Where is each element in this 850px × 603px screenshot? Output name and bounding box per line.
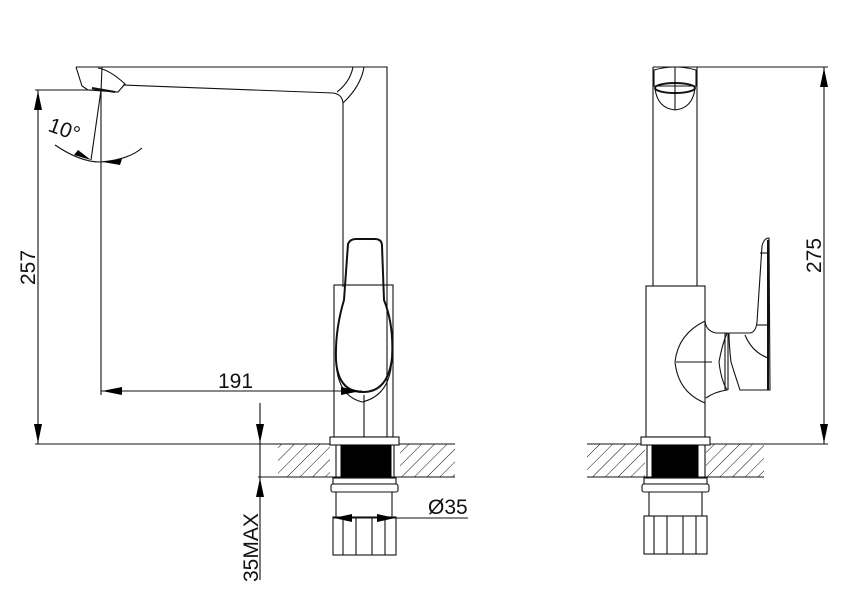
thread-diameter-label: Ø35 <box>428 496 468 519</box>
side-mounting <box>640 436 711 555</box>
front-view: 10° 257 191 35MAX Ø35 <box>17 66 468 582</box>
front-lever-handle <box>334 238 394 403</box>
angle-label: 10° <box>45 114 83 146</box>
front-mounting <box>329 436 400 556</box>
height-front-label: 257 <box>17 250 40 285</box>
dim-angle: 10° <box>45 89 143 395</box>
dim-height-side: 275 <box>803 67 828 444</box>
side-countertop <box>587 443 828 478</box>
dim-height-front: 257 <box>17 89 101 444</box>
dim-reach: 191 <box>101 370 362 395</box>
counter-thickness-label: 35MAX <box>240 513 263 582</box>
height-side-label: 275 <box>803 238 826 273</box>
side-spout <box>652 66 828 286</box>
dim-counter-thickness: 35MAX <box>240 403 264 582</box>
front-spout <box>75 66 388 444</box>
reach-label: 191 <box>218 370 253 393</box>
side-lever-handle <box>674 237 771 404</box>
side-view: 275 <box>587 66 828 555</box>
dim-thread-diameter: Ø35 <box>333 496 468 522</box>
front-countertop <box>35 443 455 478</box>
